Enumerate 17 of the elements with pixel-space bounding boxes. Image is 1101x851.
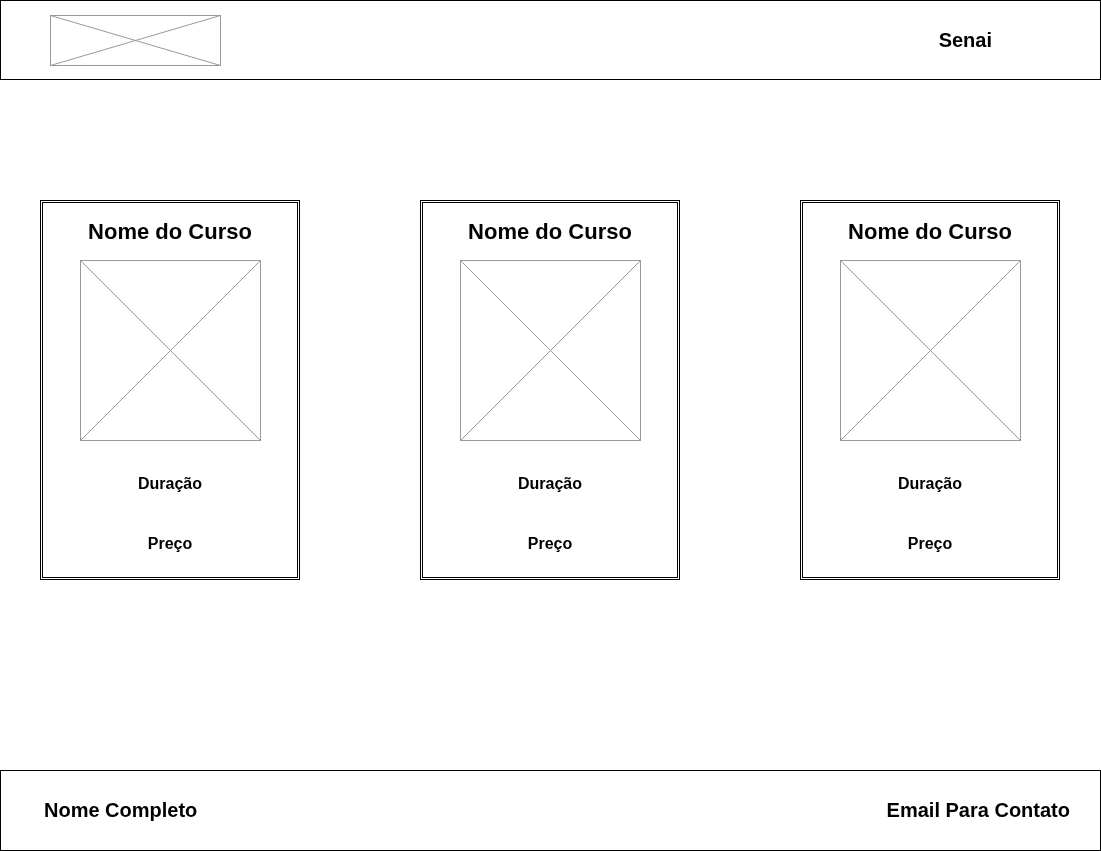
footer-bar: [0, 770, 1101, 851]
course-card: [800, 200, 1060, 580]
course-price: Preço: [527, 535, 573, 553]
course-title: Nome do Curso: [88, 219, 252, 245]
footer-email: Email Para Contato: [886, 799, 1070, 822]
site-title: Senai: [938, 29, 992, 52]
course-duration: Duração: [138, 475, 202, 493]
course-price: Preço: [907, 535, 953, 553]
course-title: Nome do Curso: [468, 219, 632, 245]
course-card: [40, 200, 300, 580]
header-bar: [0, 0, 1101, 80]
course-card: [420, 200, 680, 580]
course-title: Nome do Curso: [848, 219, 1012, 245]
course-price: Preço: [147, 535, 193, 553]
course-duration: Duração: [898, 475, 962, 493]
footer-name: Nome Completo: [44, 799, 198, 822]
course-duration: Duração: [518, 475, 582, 493]
